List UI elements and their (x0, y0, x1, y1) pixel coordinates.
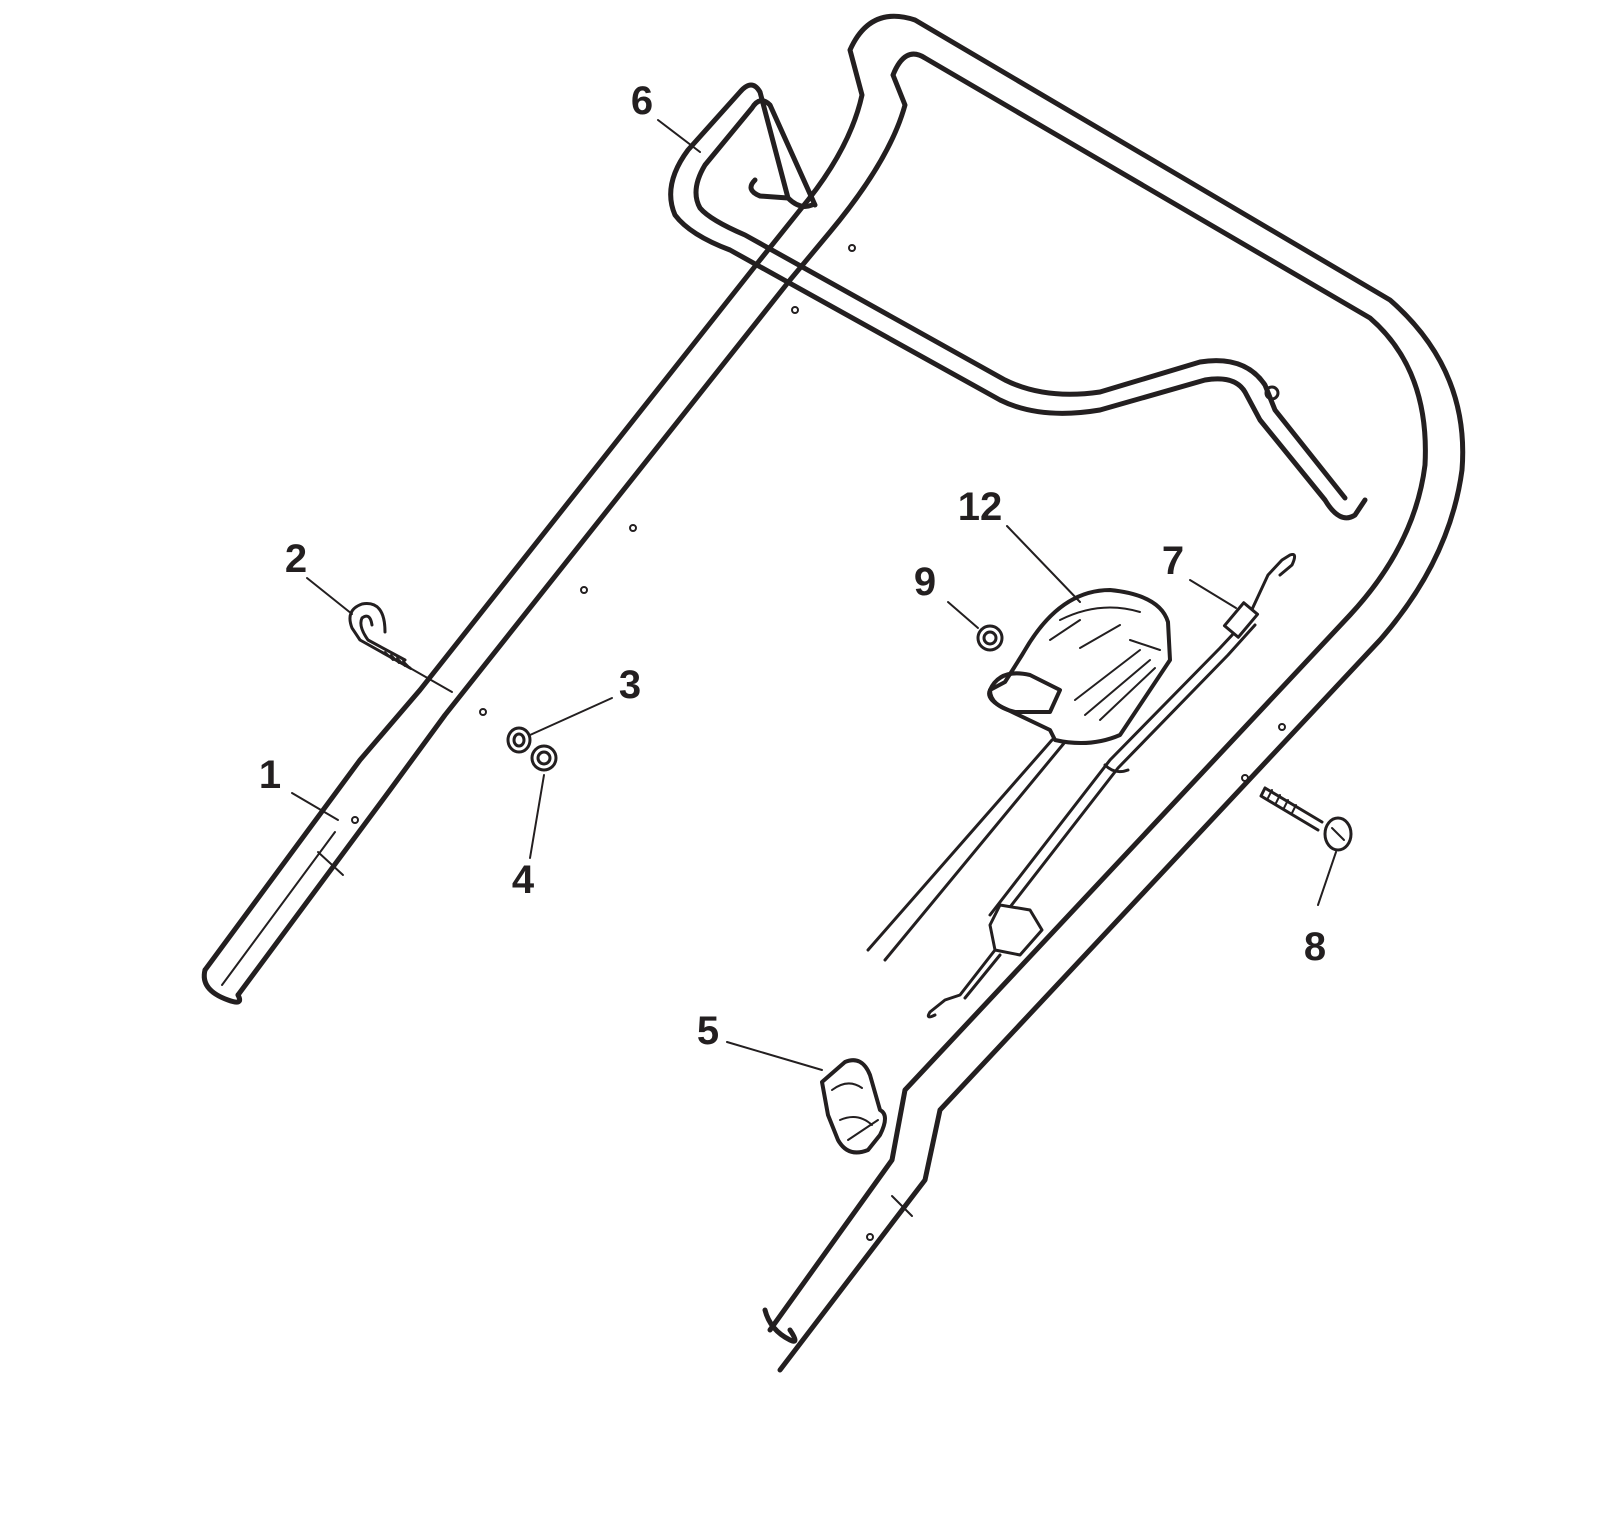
nut-9 (976, 624, 1004, 652)
callout-1: 1 (259, 753, 281, 797)
throttle-lever (987, 588, 1172, 745)
bolt-8 (1259, 786, 1353, 852)
cable-clip-detail (831, 1082, 879, 1141)
callout-7: 7 (1162, 539, 1184, 583)
leader-8 (1317, 851, 1337, 906)
right-tube-end (762, 1307, 798, 1344)
bail-bar-outer (668, 82, 1368, 521)
callout-6: 6 (631, 79, 653, 123)
cables (866, 553, 1297, 1019)
callouts: 1 2 3 4 5 6 7 8 9 12 (259, 79, 1326, 1053)
bolt-8-thread (1267, 789, 1297, 814)
right-tube-ferrule (891, 1195, 913, 1217)
left-tube-ferrule-2 (221, 831, 336, 986)
drive-cable-lower (926, 948, 1002, 1019)
throttle-cable-a (866, 738, 1054, 952)
left-tube-ferrule-1 (317, 851, 344, 876)
leader-3 (529, 697, 613, 736)
callout-2: 2 (285, 537, 307, 581)
throttle-lever-ribs (1049, 606, 1161, 721)
left-tube-end (201, 967, 243, 1005)
leader-2 (306, 577, 353, 615)
leader-5 (726, 1041, 823, 1071)
leader-2b (409, 667, 453, 693)
handle-frame-inner (235, 51, 1428, 1333)
drive-cable-clip (1103, 763, 1130, 774)
washer-3 (506, 726, 532, 754)
leader-7 (1189, 579, 1237, 609)
leader-4 (529, 774, 545, 859)
leader-6 (657, 119, 701, 153)
bail-hook (748, 177, 815, 209)
cable-clip-body (820, 1058, 887, 1155)
leader-12 (1006, 525, 1081, 603)
hook-bolt-hook (348, 602, 412, 670)
tube-holes (351, 244, 1286, 1241)
callout-4: 4 (512, 858, 535, 902)
hook-bolt-thread (384, 651, 412, 670)
throttle-cable-b (883, 740, 1067, 962)
handle-frame (201, 13, 1466, 1373)
nut-4 (530, 744, 558, 772)
drive-cable-inner (998, 623, 1257, 922)
drive-cable-adjuster (988, 903, 1044, 957)
throttle-lever-handle (988, 671, 1062, 714)
callout-5: 5 (697, 1009, 719, 1053)
callout-9: 9 (914, 560, 936, 604)
callout-8: 8 (1304, 925, 1326, 969)
bolt-8-shank (1259, 786, 1324, 832)
drive-cable-ferrule (1222, 601, 1260, 639)
cable-clip-5 (820, 1058, 887, 1155)
callout-3: 3 (619, 663, 641, 707)
callout-12: 12 (958, 485, 1003, 529)
bail-bar-inner (693, 98, 1348, 501)
bolt-8-head-slot (1331, 827, 1345, 841)
leader-lines (291, 119, 1337, 1071)
bail-pivot (1264, 385, 1280, 401)
leader-9 (947, 601, 979, 629)
bail-bar (668, 82, 1368, 521)
drive-cable-top-hook (1246, 553, 1297, 620)
hook-bolt (348, 602, 412, 670)
handle-frame-outer (202, 13, 1466, 1373)
leader-1 (291, 792, 339, 821)
